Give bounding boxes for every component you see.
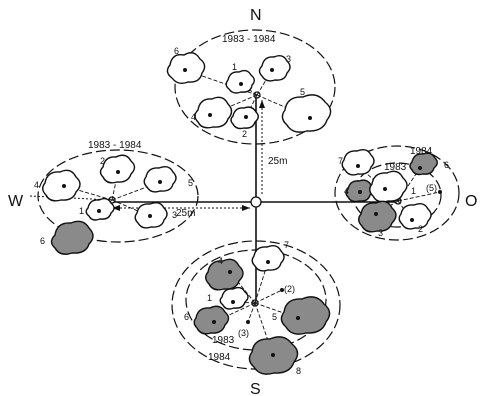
shrub-east-6 xyxy=(410,153,437,174)
shrub-label-south-5: 5 xyxy=(272,312,277,322)
group-north: 1983 - 1984 6 1 3 4 2 5 xyxy=(167,30,335,144)
shrub-north-4 xyxy=(195,97,232,127)
shrub-north-1 xyxy=(226,71,254,93)
shrub-west-4 xyxy=(43,170,80,200)
group-east: 1984 1983 7 6 4 1 (5) 3 2 xyxy=(335,146,459,240)
shrub-label-north-3: 3 xyxy=(286,54,291,64)
shrub-south-7 xyxy=(252,246,284,271)
shrub-label-east-5: (5) xyxy=(426,183,437,193)
shrub-west-1 xyxy=(86,199,114,220)
shrub-label-north-5: 5 xyxy=(300,87,305,97)
shrub-label-south-2: (2) xyxy=(284,284,295,294)
shrub-label-east-3: 3 xyxy=(378,228,383,238)
shrub-label-north-6: 6 xyxy=(174,46,179,56)
year-label-west: 1983 - 1984 xyxy=(88,140,142,151)
shrub-east-7 xyxy=(342,150,374,175)
shrub-south-4 xyxy=(206,259,243,289)
shrub-label-west-1: 1 xyxy=(79,206,84,216)
shrub-label-north-2: 2 xyxy=(242,129,247,139)
shrub-label-west-5: 5 xyxy=(188,178,193,188)
shrub-label-east-4: 4 xyxy=(344,186,349,196)
shrub-south-5 xyxy=(281,297,329,334)
year-label-south-outer: 1984 xyxy=(208,352,231,363)
cardinal-north: N xyxy=(250,7,262,24)
shrub-label-south-1: 1 xyxy=(207,293,212,303)
shrub-label-east-7: 7 xyxy=(338,156,343,166)
cardinal-west: W xyxy=(8,193,24,210)
shrub-south-1 xyxy=(220,288,248,309)
cardinal-east: O xyxy=(465,193,477,210)
shrub-label-west-6: 6 xyxy=(40,236,45,246)
group-west: 1983 - 1984 4 2 5 1 3 6 xyxy=(34,140,198,254)
year-label-south-inner: 1983 xyxy=(212,335,235,346)
center-marker xyxy=(251,197,261,207)
shrub-west-5 xyxy=(144,167,176,192)
shrub-south-6 xyxy=(194,306,228,334)
shrub-label-south-3: (3) xyxy=(238,328,249,338)
arrow-center-icon xyxy=(242,205,250,211)
arrow-north-icon xyxy=(259,100,265,108)
distance-label-north: 25m xyxy=(268,156,287,167)
shrub-north-5 xyxy=(282,95,330,132)
year-label-north: 1983 - 1984 xyxy=(222,34,276,45)
shrub-east-1 xyxy=(370,171,407,201)
group-south: 1983 1984 4 7 (2) 1 5 6 (3) 8 xyxy=(172,240,340,376)
shrub-label-north-4: 4 xyxy=(191,112,196,122)
shrub-east-2 xyxy=(399,204,431,229)
shrub-label-south-8: 8 xyxy=(296,366,301,376)
shrub-label-south-7: 7 xyxy=(284,240,289,250)
shrub-label-south-6: 6 xyxy=(184,312,189,322)
shrub-label-west-4: 4 xyxy=(34,180,39,190)
shrub-label-east-1: 1 xyxy=(411,186,416,196)
cardinal-south: S xyxy=(250,381,261,396)
shrub-label-west-3: 3 xyxy=(172,210,177,220)
shrub-label-south-4: 4 xyxy=(218,256,223,266)
shrub-west-2 xyxy=(101,155,135,183)
shrub-label-east-2: 2 xyxy=(418,224,423,234)
shrub-label-north-1: 1 xyxy=(232,62,237,72)
shrub-label-east-6: 6 xyxy=(444,160,449,170)
shrub-north-6 xyxy=(167,53,204,84)
shrub-label-west-2: 2 xyxy=(100,156,105,166)
